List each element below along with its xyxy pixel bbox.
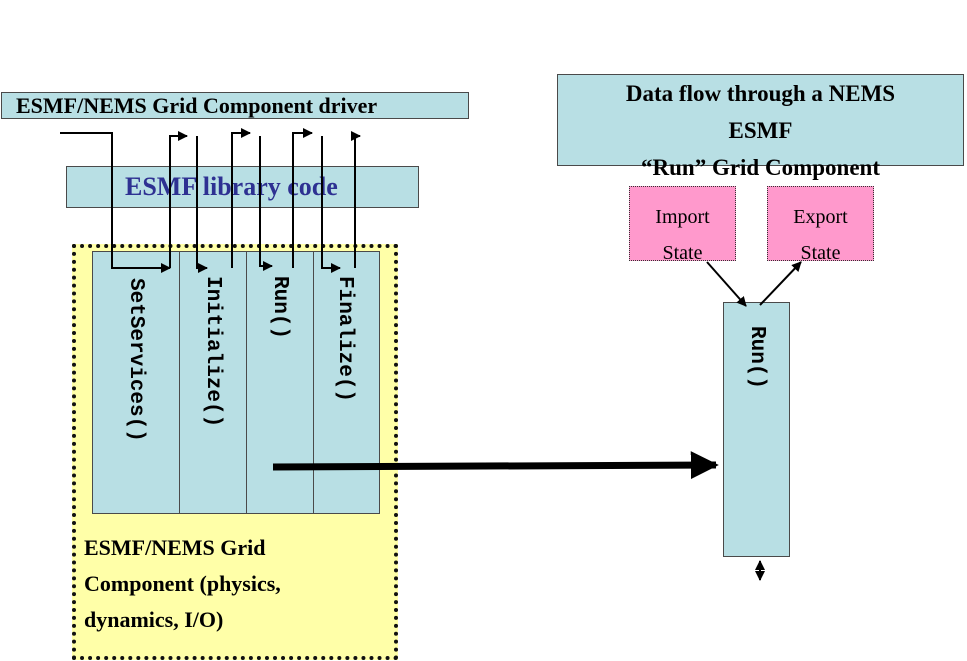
driver-label: ESMF/NEMS Grid Component driver	[16, 93, 378, 118]
data-flow-title: Data flow through a NEMS ESMF “Run” Grid…	[558, 75, 963, 186]
finalize-call-arrow	[321, 136, 341, 273]
import-state-box: Import State	[629, 186, 736, 264]
export-state-label: Export State	[768, 199, 873, 271]
run-grid-component-column	[723, 302, 790, 557]
initialize-column	[179, 251, 247, 514]
grid-component-label-line2: Component (physics,	[84, 571, 281, 596]
data-flow-title-line3: “Run” Grid Component	[641, 155, 880, 180]
setservices-label: SetServices()	[124, 278, 147, 442]
import-state-label: Import State	[630, 199, 735, 271]
export-state-line1: Export	[793, 206, 848, 228]
export-state-arrow	[759, 261, 802, 306]
export-state-line2: State	[800, 242, 841, 264]
export-state-box: Export State	[767, 186, 874, 264]
grid-component-label-line1: ESMF/NEMS Grid	[84, 535, 266, 560]
setservices-column	[92, 251, 180, 514]
run-grid-component-label: Run()	[745, 326, 768, 390]
setservices-call-arrow	[60, 132, 171, 273]
run-to-grid-component-arrow	[272, 451, 719, 480]
run-label: Run()	[268, 276, 291, 340]
import-state-arrow	[706, 261, 747, 307]
data-flow-title-line1: Data flow through a NEMS	[625, 81, 896, 106]
initialize-return-arrow	[231, 128, 251, 268]
data-flow-title-line2: ESMF	[728, 118, 793, 143]
finalize-label: Finalize()	[333, 276, 356, 403]
import-state-line2: State	[662, 242, 703, 264]
initialize-call-arrow	[196, 136, 208, 273]
grid-component-label: ESMF/NEMS Grid Component (physics, dynam…	[84, 530, 281, 638]
data-flow-title-box: Data flow through a NEMS ESMF “Run” Grid…	[557, 74, 964, 180]
grid-component-label-line3: dynamics, I/O)	[84, 607, 224, 632]
import-state-line1: Import	[655, 206, 710, 228]
initialize-label: Initialize()	[201, 276, 224, 428]
run-return-arrow	[292, 128, 313, 268]
grid-component-driver-box: ESMF/NEMS Grid Component driver	[1, 92, 469, 119]
finalize-return-arrow	[351, 131, 361, 268]
run-call-arrow	[259, 136, 273, 271]
setservices-return-arrow	[169, 131, 188, 268]
